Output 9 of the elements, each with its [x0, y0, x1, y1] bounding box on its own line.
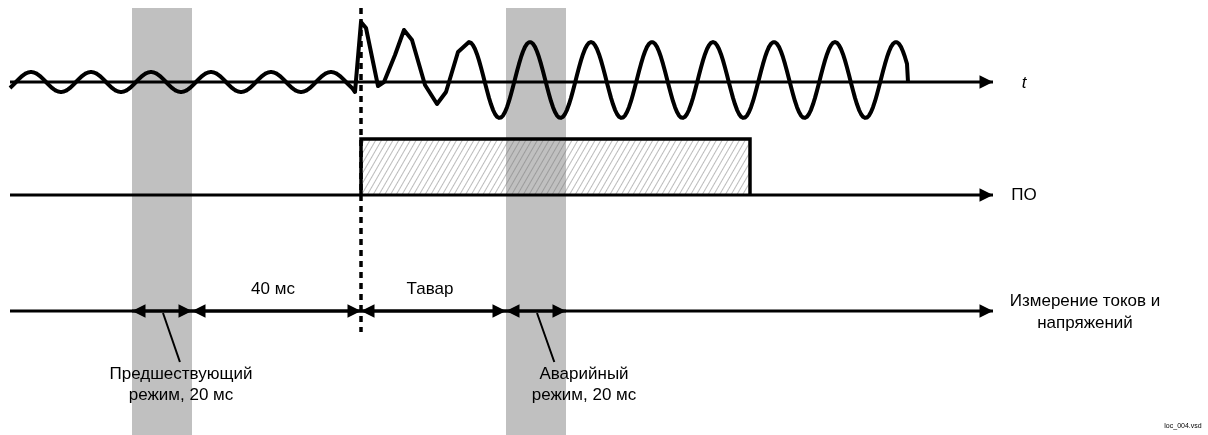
- callout-text: Аварийный режим, 20 мс: [529, 363, 639, 405]
- dimension-label: 40 мс: [250, 278, 296, 299]
- axis-label: t: [1020, 72, 1028, 93]
- callout-text: Предшествующий режим, 20 мс: [91, 363, 271, 405]
- leader-line: [536, 312, 556, 363]
- axis-label: ПО: [1010, 184, 1038, 205]
- leader-line: [162, 312, 181, 363]
- axis-label: Измерение токов и напряжений: [1008, 290, 1162, 334]
- dimension-label: Тавар: [405, 278, 455, 299]
